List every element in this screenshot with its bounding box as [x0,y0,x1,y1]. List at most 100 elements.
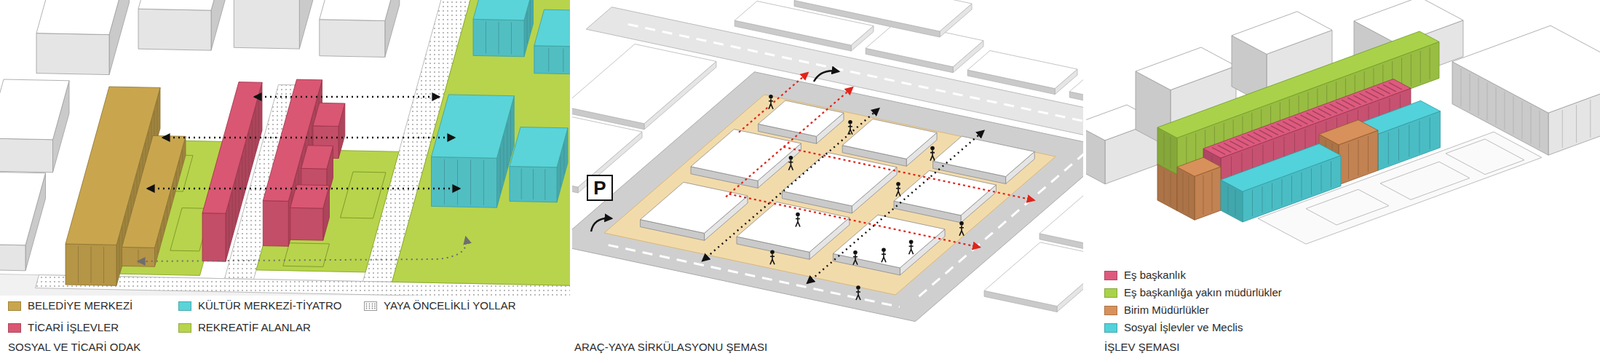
window-line [1228,185,1229,212]
recreation-area [392,0,571,289]
legend-text: TİCARİ İŞLEVLER [27,321,119,335]
axis-arrow [163,136,455,139]
building-roof [313,102,346,126]
legend-item: BELEDİYE MERKEZİ [8,298,133,314]
legend-pattern-swatch [363,301,378,311]
window-line [119,236,121,273]
entry-arrow [591,218,612,232]
window-line [548,48,549,72]
window-line [529,0,531,33]
window-line [1348,143,1349,180]
building-face [299,0,314,49]
plaza-ground [604,94,1056,295]
window-line [1478,77,1480,116]
window-line [500,147,501,193]
person-head [770,249,775,255]
vehicle-arrow [729,194,980,248]
window-line [562,48,564,73]
person-body [853,254,858,265]
courtyard-outline [1380,161,1470,200]
building-roof [202,82,263,215]
panel-caption: ARAÇ-YAYA SİRKÜLASYONU ŞEMASI [574,340,768,354]
building-roof [572,44,717,124]
pedestrian-arrow [807,131,984,284]
window-line [160,227,162,243]
culture-building [534,9,570,75]
building-face [122,246,156,267]
vehicle-arrow [725,87,853,197]
municipality-wing [122,135,187,267]
window-line [251,120,253,164]
landscape-detail [340,171,387,219]
legend-swatch [8,323,22,333]
building-face [534,45,570,75]
building-roof [122,135,187,248]
swatch-dot [369,302,371,305]
window-line [169,194,171,209]
building-roof [690,129,801,182]
swatch-dot [366,305,368,307]
window-line [90,246,92,284]
courtyard-outline [1305,189,1389,225]
swatch-dot [374,307,376,309]
pedestrian-figure [909,240,914,255]
building-face [509,166,557,203]
window-line [157,238,158,254]
window-line [173,183,174,198]
courtyard-outline [1445,139,1525,175]
window-line [1212,171,1213,212]
pedestrian-figure [959,221,964,236]
legend-item: Sosyal İşlevler ve Meclis [1104,320,1243,335]
window-line [157,100,158,137]
window-line [498,21,500,54]
legend-text: Eş başkanlığa yakın müdürlükler [1123,286,1282,300]
building-face [65,243,117,286]
window-line [77,246,79,283]
window-line [1575,104,1577,143]
legend-swatch [178,323,192,333]
person-head [930,146,935,151]
road-arrow [138,237,467,262]
person-body [770,254,775,265]
sign-letter: P [593,178,606,198]
context-building [984,242,1084,313]
person-head [881,247,886,252]
window-line [245,144,247,188]
legend-swatch [1104,305,1118,316]
person-head [896,181,901,187]
person-body [768,98,774,110]
person-body [788,160,793,171]
building-face [233,0,300,49]
context-building [794,0,972,38]
window-line [1419,120,1421,153]
window-line [1469,73,1471,112]
building-roof [893,170,996,215]
building-face [319,19,386,58]
window-line [232,191,233,236]
building-face [202,213,226,263]
pedestrian-figure [788,155,793,171]
pedestrian-figure [930,146,935,161]
legend-text: Eş başkanlık [1123,268,1186,282]
window-line [1163,169,1165,202]
plaza-block [781,152,897,214]
window-line [1163,133,1165,166]
person-head [789,155,794,161]
building-roof [0,171,46,246]
window-line [1398,128,1400,161]
legend-item: Birim Müdürlükler [1104,302,1210,318]
pedestrian-arrow [702,108,879,261]
window-line [1504,91,1506,130]
legend-item: Eş başkanlık [1104,267,1186,283]
window-line [103,246,105,284]
building-roof [842,119,937,160]
person-head [856,285,861,290]
window-line [1513,96,1515,135]
window-line [527,11,528,44]
window-line [511,21,512,54]
window-line [166,205,168,220]
window-line [1311,168,1312,195]
window-line [1388,132,1389,165]
window-line [506,123,508,169]
legend-swatch [1104,270,1118,281]
